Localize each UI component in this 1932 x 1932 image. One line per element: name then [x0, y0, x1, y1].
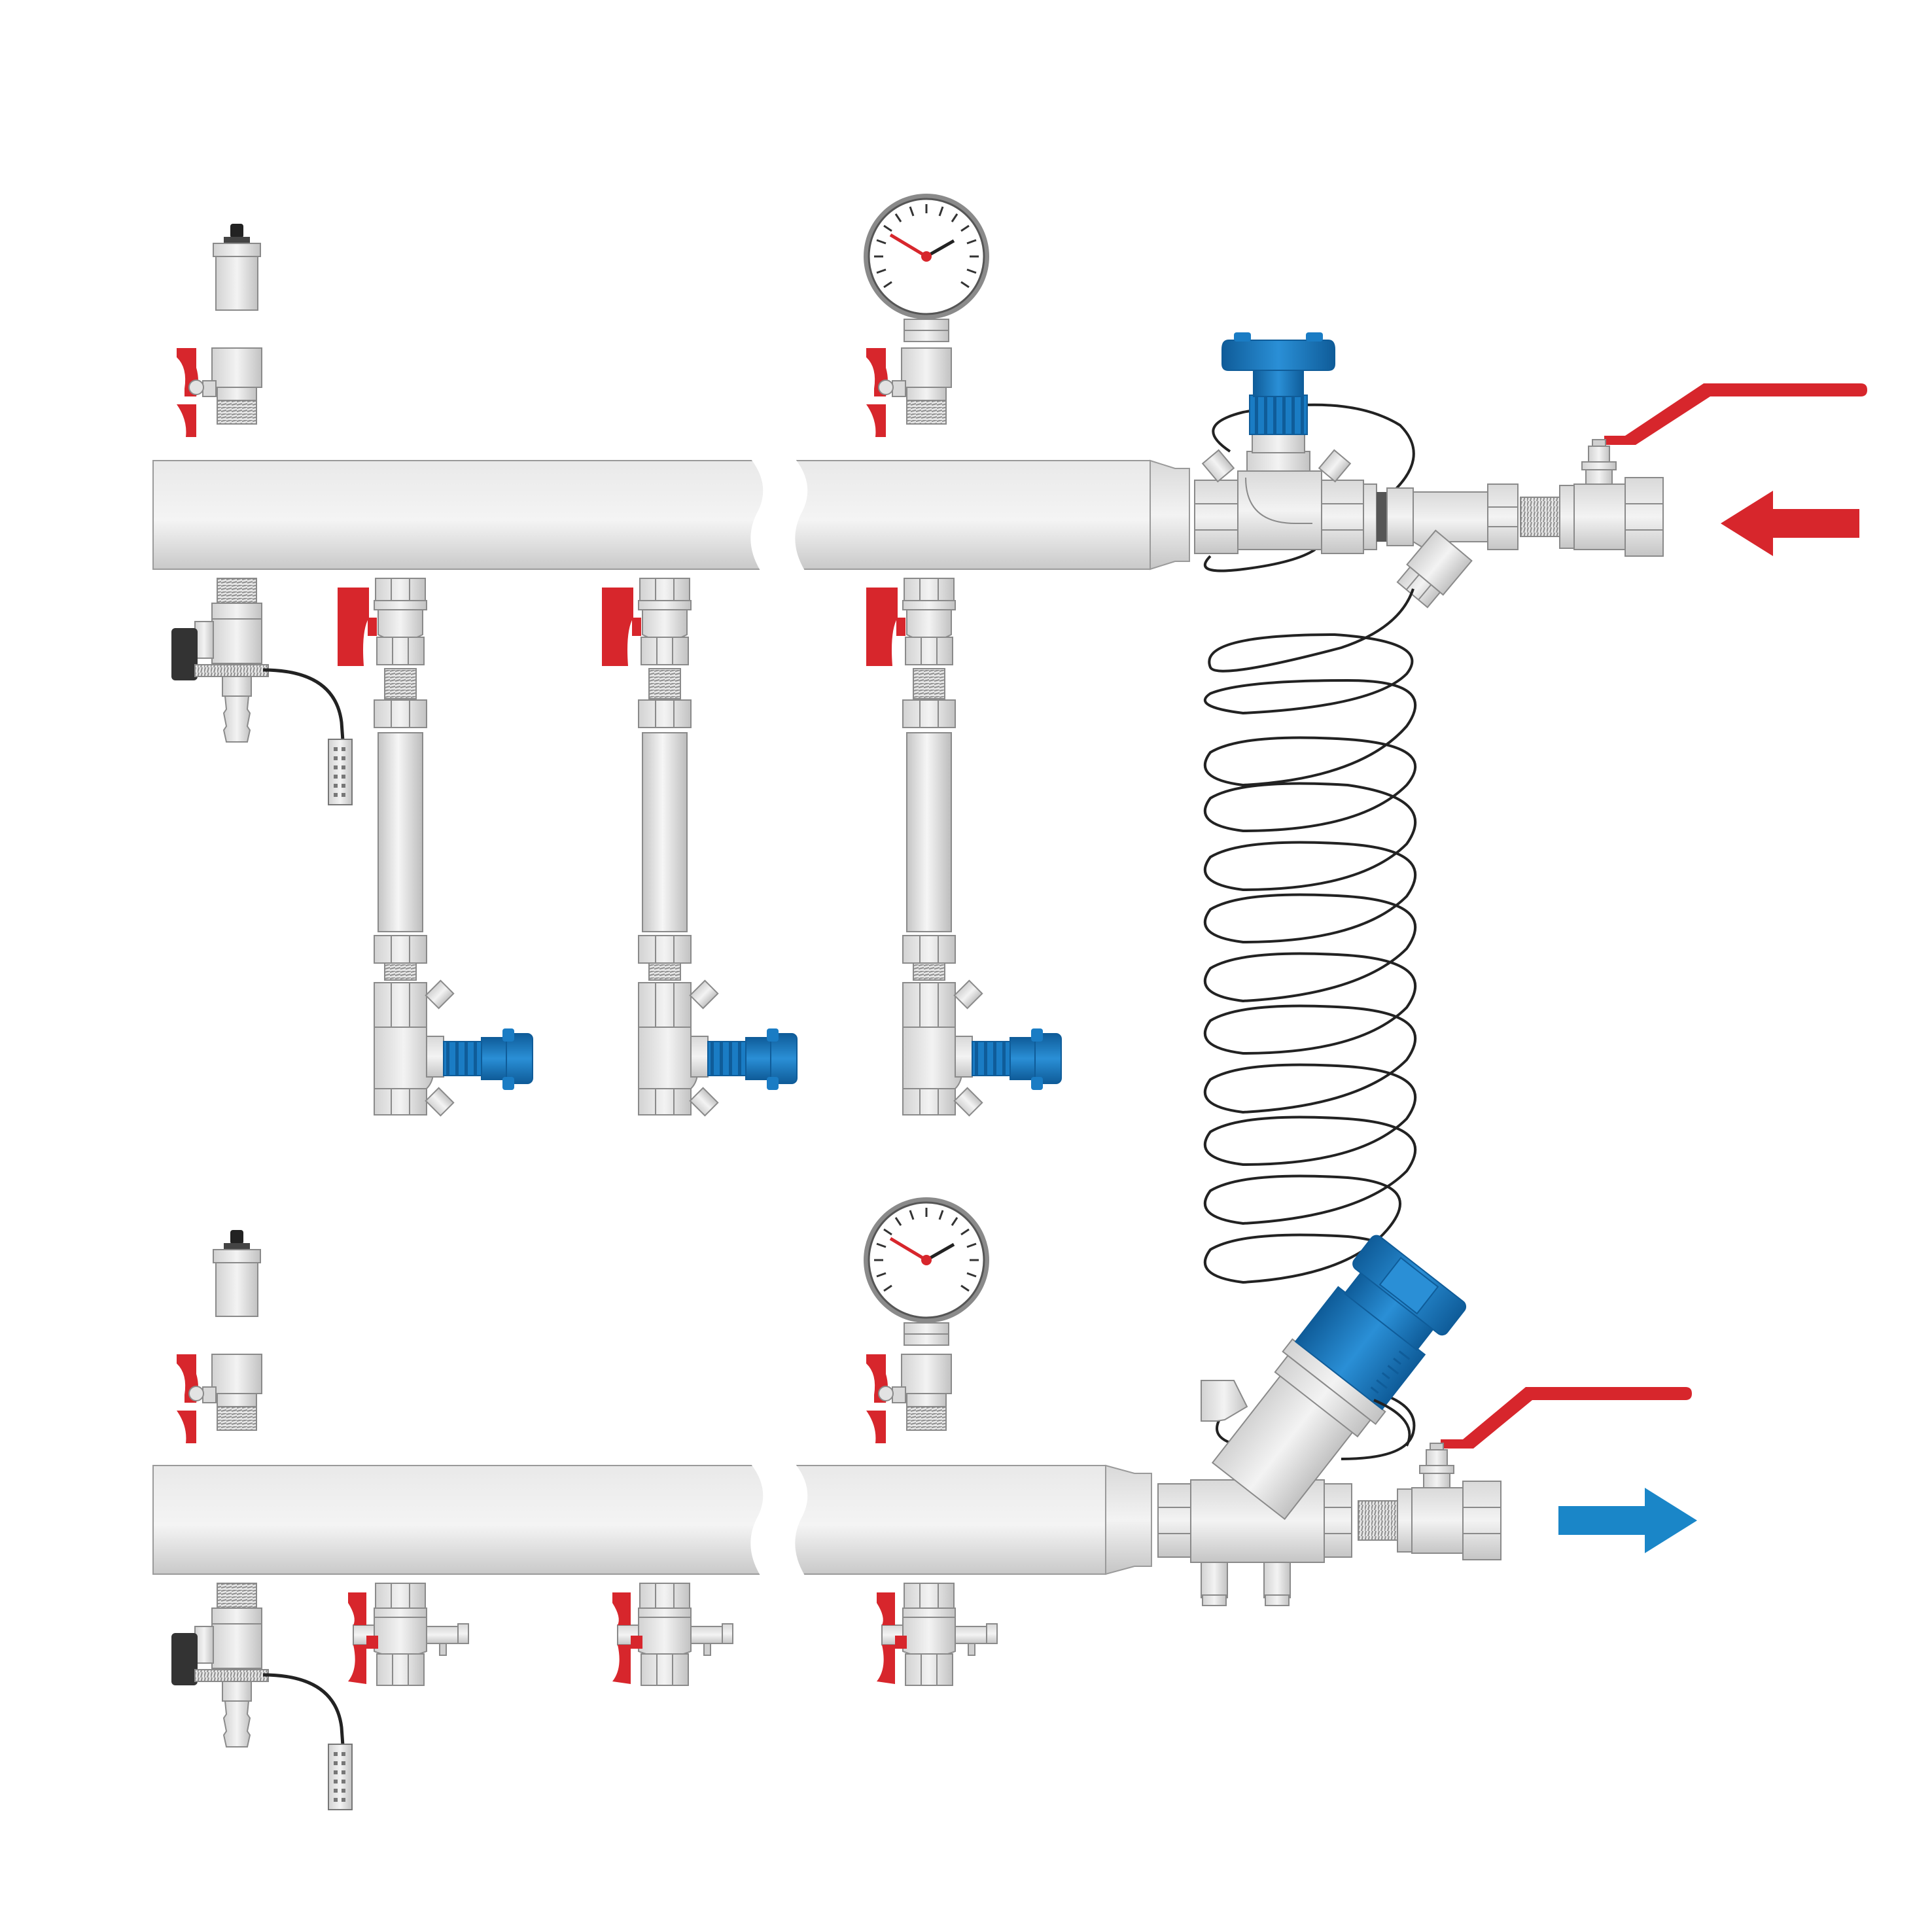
ball-valve-icon [176, 347, 262, 438]
supply-outlet-2[interactable] [601, 578, 798, 1117]
ball-valve-icon [866, 1354, 952, 1444]
drain-valve-icon [171, 578, 352, 805]
ball-valve-icon [866, 347, 952, 438]
return-outlet-1[interactable] [347, 1583, 469, 1686]
supply-inlet [1194, 332, 1867, 610]
supply-outlet-1[interactable] [337, 578, 533, 1117]
return-outlet [1157, 1233, 1692, 1606]
strainer-icon[interactable] [1363, 483, 1519, 610]
ball-valve-icon[interactable] [1520, 383, 1867, 557]
pipe-break [750, 459, 808, 571]
supply-manifold [152, 194, 1190, 1117]
ball-valve-icon[interactable] [1358, 1387, 1692, 1560]
flow-arrow-icon [1558, 1488, 1697, 1553]
flow-arrow-icon [1721, 491, 1859, 556]
manifold-pipe [152, 460, 1151, 570]
balancing-valve-icon[interactable] [1157, 1233, 1468, 1606]
manifold-pipe [152, 1465, 1106, 1575]
air-vent-icon [213, 223, 261, 311]
capillary-tube [1203, 588, 1417, 1284]
pressure-gauge-icon [864, 194, 989, 342]
return-manifold [152, 1197, 1152, 1810]
pressure-gauge-icon [864, 1197, 989, 1345]
return-outlet-3[interactable] [876, 1583, 998, 1686]
air-vent-icon [213, 1229, 261, 1317]
return-outlet-2[interactable] [612, 1583, 733, 1686]
pipe-break [750, 1464, 808, 1575]
drain-valve-icon [171, 1583, 352, 1810]
balancing-valve-icon[interactable] [1194, 332, 1364, 554]
ball-valve-icon [176, 1354, 262, 1444]
supply-outlet-3[interactable] [866, 578, 1062, 1117]
